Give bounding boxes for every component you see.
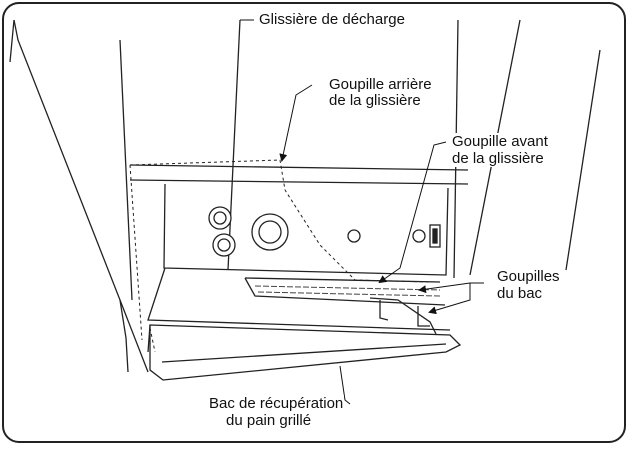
label-tray-pins-1: Goupilles bbox=[496, 268, 561, 285]
control-knobs bbox=[208, 206, 441, 257]
leader-front-pin bbox=[378, 141, 447, 284]
label-crumb-tray-1: Bac de récupération bbox=[208, 395, 345, 412]
label-slide-rear-pin-1: Goupille arrière bbox=[328, 76, 433, 93]
label-slide-rear-pin-2: de la glissière bbox=[328, 92, 422, 109]
label-tray-pins-2: du bac bbox=[496, 285, 544, 302]
leader-rear-pin bbox=[279, 84, 313, 162]
discharge-slide-outline bbox=[129, 159, 431, 353]
label-slide-front-pin-2: de la glissière bbox=[451, 150, 545, 167]
label-slide-front-pin-1: Goupille avant bbox=[451, 133, 549, 150]
slot-hatching bbox=[254, 285, 441, 297]
label-discharge-slide: Glissière de décharge bbox=[258, 11, 406, 28]
label-crumb-tray-2: du pain grillé bbox=[225, 412, 313, 429]
leader-lines bbox=[240, 19, 484, 405]
leader-tray-pins-2 bbox=[428, 283, 471, 315]
leader-crumb-tray bbox=[339, 365, 351, 405]
figure-frame bbox=[2, 2, 626, 443]
